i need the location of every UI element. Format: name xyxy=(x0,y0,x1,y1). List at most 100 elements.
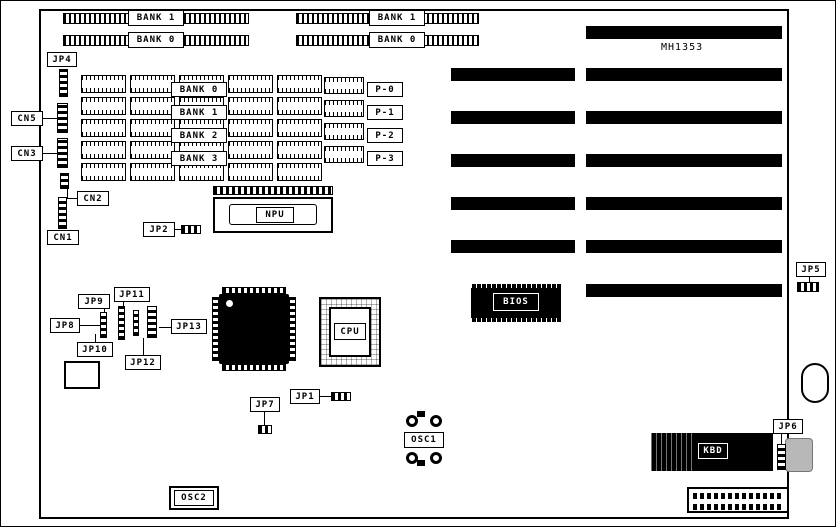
isa-slot-segment xyxy=(586,26,782,39)
jp10-label: JP10 xyxy=(77,342,113,357)
jp13-label: JP13 xyxy=(171,319,207,334)
dram-chip xyxy=(228,163,273,181)
jp1-label: JP1 xyxy=(290,389,320,404)
cn5-label: CN5 xyxy=(11,111,43,126)
osc1-body-top xyxy=(417,411,425,417)
dram-chip xyxy=(179,163,224,181)
qfp-pins-bottom xyxy=(222,364,286,371)
cpu-label: CPU xyxy=(334,323,366,340)
cn1-label: CN1 xyxy=(47,230,79,245)
jp12-leader-line xyxy=(143,338,144,355)
dram-chip xyxy=(81,119,126,137)
parity-p3-label: P-3 xyxy=(367,151,403,166)
jp6-label: JP6 xyxy=(773,419,803,434)
qfp-pins-left xyxy=(212,297,219,361)
jp5-header xyxy=(797,282,819,292)
jp2-label: JP2 xyxy=(143,222,175,237)
parity-chip xyxy=(324,123,364,140)
isa-slot-segment xyxy=(586,240,782,253)
jumper-block xyxy=(118,306,125,340)
qfp-pin1-dot xyxy=(226,300,233,307)
edge-power-connector xyxy=(801,363,829,403)
osc1-pad xyxy=(406,452,418,464)
dram-chip xyxy=(81,97,126,115)
jp4-header xyxy=(59,69,68,97)
isa-slot-segment xyxy=(451,154,575,167)
jp7-leader-line xyxy=(264,412,265,425)
cn3-label: CN3 xyxy=(11,146,43,161)
simm-left-bank1-label: BANK 1 xyxy=(128,10,184,26)
parity-chip xyxy=(324,100,364,117)
parity-p1-label: P-1 xyxy=(367,105,403,120)
jumper-block xyxy=(133,310,139,336)
jp9-leader-line xyxy=(104,309,105,312)
edge-connector-box xyxy=(64,361,100,389)
kbd-din-connector xyxy=(785,438,813,472)
cn2-connector xyxy=(60,173,69,189)
dram-chip xyxy=(277,141,322,159)
parity-chip xyxy=(324,146,364,163)
osc1-label: OSC1 xyxy=(404,432,444,448)
jp8-leader-line xyxy=(80,325,100,326)
isa-slot-segment xyxy=(451,197,575,210)
mem-bank0-label: BANK 0 xyxy=(171,82,227,97)
simm-right-bank1-label: BANK 1 xyxy=(369,10,425,26)
osc1-pad xyxy=(430,415,442,427)
isa-slot-segment xyxy=(586,284,782,297)
kbd-label: KBD xyxy=(698,443,728,459)
jp11-leader-line xyxy=(123,302,124,306)
cn2-leader-line-v xyxy=(67,189,68,198)
cn5-connector xyxy=(57,103,68,133)
jp7-label: JP7 xyxy=(250,397,280,412)
osc2-label: OSC2 xyxy=(174,490,214,506)
jp4-label: JP4 xyxy=(47,52,77,67)
dram-chip xyxy=(228,119,273,137)
cn2-label: CN2 xyxy=(77,191,109,206)
osc1-pad xyxy=(430,452,442,464)
osc1-pad xyxy=(406,415,418,427)
dram-chip xyxy=(228,141,273,159)
dram-chip xyxy=(228,97,273,115)
bios-label: BIOS xyxy=(493,293,539,311)
npu-label: NPU xyxy=(256,207,294,223)
jp8-label: JP8 xyxy=(50,318,80,333)
board-model-text: MH1353 xyxy=(661,42,704,53)
dram-chip xyxy=(130,75,175,93)
dram-chip xyxy=(130,163,175,181)
mem-bank3-label: BANK 3 xyxy=(171,151,227,166)
cn1-connector xyxy=(58,197,67,229)
cn3-leader-line xyxy=(43,153,57,154)
parity-chip xyxy=(324,77,364,94)
dram-chip xyxy=(228,75,273,93)
mem-bank1-label: BANK 1 xyxy=(171,105,227,120)
bios-chip xyxy=(471,284,561,322)
dram-chip xyxy=(130,97,175,115)
qfp-pins-top xyxy=(222,287,286,294)
dram-chip xyxy=(277,163,322,181)
cn5-leader-line xyxy=(43,118,57,119)
dram-chip xyxy=(81,75,126,93)
isa-slot-segment xyxy=(451,111,575,124)
isa-slot-segment xyxy=(451,240,575,253)
parity-p2-label: P-2 xyxy=(367,128,403,143)
jp5-leader-line xyxy=(809,277,810,282)
jp6-header xyxy=(777,444,786,470)
jp2-leader-line xyxy=(175,229,181,230)
osc1-body-bottom xyxy=(417,460,425,466)
jp1-header xyxy=(331,392,351,401)
isa-slot-segment xyxy=(451,68,575,81)
jumper-block xyxy=(100,312,107,338)
parity-p0-label: P-0 xyxy=(367,82,403,97)
dram-chip xyxy=(277,75,322,93)
jp5-label: JP5 xyxy=(796,262,826,277)
jp1-leader-line xyxy=(320,396,331,397)
qfp-pins-right xyxy=(289,297,296,361)
bottom-pin-header xyxy=(687,487,789,513)
simm-right-bank0-label: BANK 0 xyxy=(369,32,425,48)
dram-chip xyxy=(277,119,322,137)
isa-slot-segment xyxy=(586,154,782,167)
isa-slot-segment xyxy=(586,111,782,124)
simm-left-bank0-label: BANK 0 xyxy=(128,32,184,48)
dram-chip xyxy=(277,97,322,115)
